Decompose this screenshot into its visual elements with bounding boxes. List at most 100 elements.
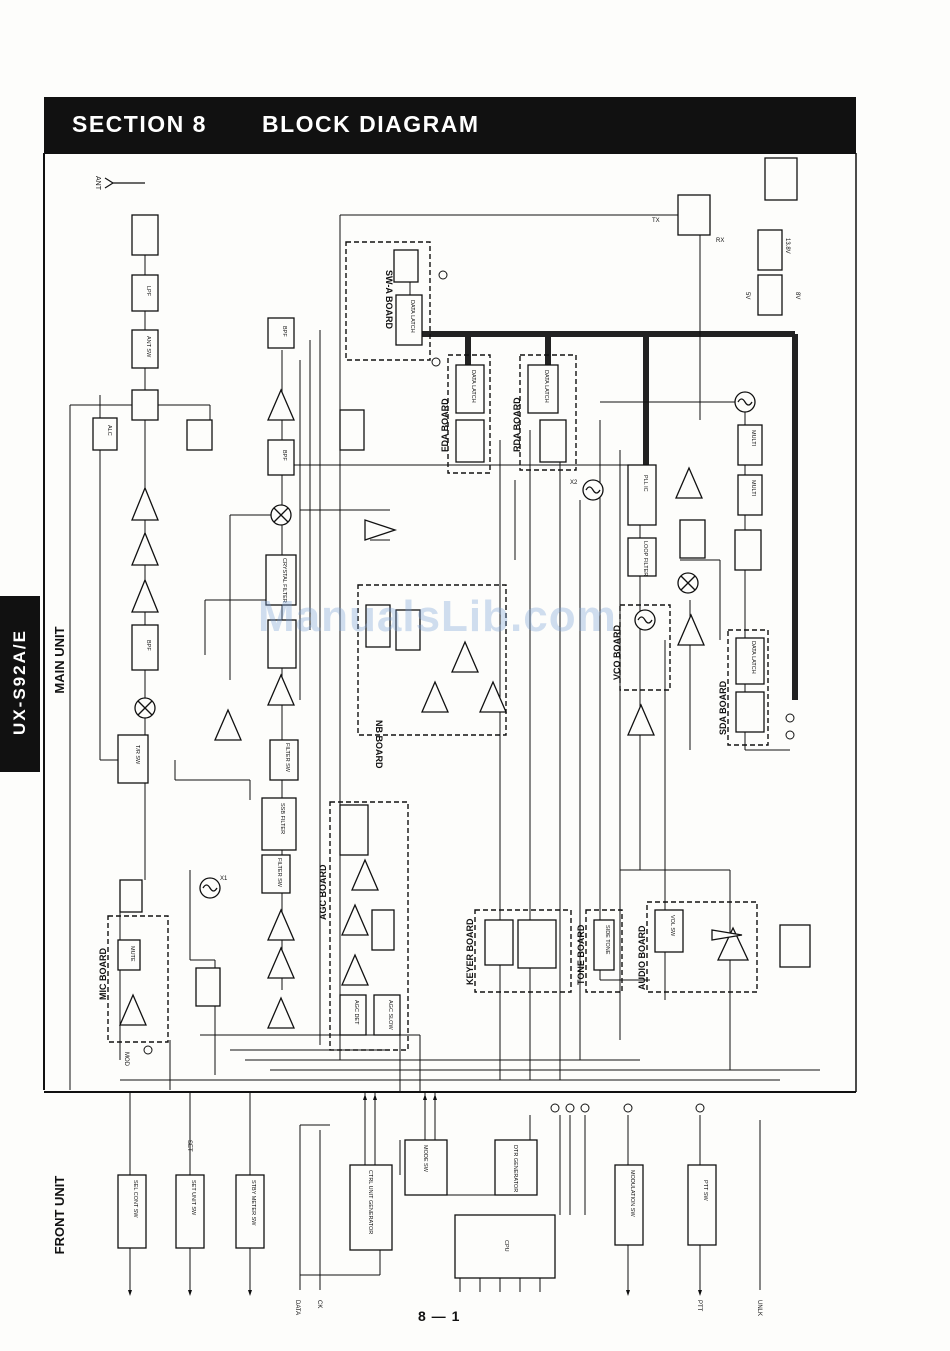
fda-board-outline xyxy=(447,354,491,474)
watermark: ManualsLib.com xyxy=(258,592,617,641)
cpu-label: CPU xyxy=(503,1240,509,1252)
connector-terminals xyxy=(143,270,795,1113)
nb-amp xyxy=(364,519,398,541)
data-latch-rda-label: DATA LATCH xyxy=(543,370,549,403)
dtr-gen-block xyxy=(494,1139,538,1196)
ctrl-gen-label: CTRL UNIT GENERATOR xyxy=(367,1170,373,1234)
lpf-block xyxy=(131,274,159,312)
mod-sw-block xyxy=(614,1164,644,1246)
x1-label: X1 xyxy=(220,876,228,882)
model-side-tab: UX-S92A/E xyxy=(0,596,40,772)
v5-label: 5V xyxy=(744,292,750,299)
v13-label: 13.8V xyxy=(784,238,790,254)
mod-sw-label: MODULATION SW xyxy=(629,1170,635,1217)
tx-ic-block xyxy=(393,249,419,283)
loop-filter-label: LOOP FILTER xyxy=(642,541,648,576)
agc-slow-label: AGC SLOW xyxy=(387,1000,393,1030)
ant-sw-label: ANT SW xyxy=(145,336,151,358)
ssb-filter-block xyxy=(261,797,297,851)
lpf-label: LPF xyxy=(145,286,151,297)
nb-board-label: NB BOARD xyxy=(374,720,384,769)
board-outlines xyxy=(107,241,769,1051)
signal-wiring xyxy=(69,214,820,1292)
set-unit-label: SET UNIT SW xyxy=(190,1180,196,1216)
mod-label: MOD xyxy=(123,1052,129,1067)
if-amp-2 xyxy=(267,908,295,941)
mode-sw-label: MODE SW xyxy=(422,1145,428,1173)
meter-ic-block xyxy=(371,909,395,951)
ck-label: CK xyxy=(316,1300,322,1308)
sel-cont-label: SEL CONT SW xyxy=(132,1180,138,1218)
vco-board-outline xyxy=(619,604,671,691)
ant-separation-block xyxy=(131,214,159,256)
keyer-board-outline xyxy=(474,909,572,993)
audio-buffer xyxy=(716,926,750,961)
unlk-label: UNLK xyxy=(756,1300,762,1316)
amplifier-triangles xyxy=(119,388,750,1029)
drive-amp xyxy=(131,531,159,566)
vco-oscillator-icon xyxy=(634,609,656,631)
crystal-filter-label: CRYSTAL FILTER xyxy=(281,558,287,603)
data-latch-rda-block xyxy=(527,364,559,414)
multi-2-label: MULTI xyxy=(750,480,756,497)
data-label: DATA xyxy=(294,1300,300,1315)
data-latch-sw-block xyxy=(395,294,423,346)
tx-rx-sw-label: T/R SW xyxy=(134,745,140,765)
mute-label: MUTE xyxy=(129,946,135,962)
section-title: BLOCK DIAGRAM xyxy=(262,111,480,137)
ant-label: ANT xyxy=(94,176,101,191)
keyer-board-label: KEYER BOARD xyxy=(465,918,475,985)
pll-ic-block xyxy=(627,464,657,526)
ptt-label: PTT xyxy=(696,1300,702,1312)
bpf-tx-block xyxy=(131,624,159,671)
audio-ic-block xyxy=(195,967,221,1007)
sda-board-label: SDA BOARD xyxy=(718,680,728,735)
side-tone-label: SIDE TONE xyxy=(604,925,610,955)
section-number: SECTION 8 xyxy=(72,111,207,137)
tx-rx-sw-block xyxy=(117,734,149,784)
mute-block xyxy=(117,939,141,971)
bus-connector-block xyxy=(779,924,811,968)
data-latch-sda-block xyxy=(735,637,765,685)
io-arrows xyxy=(128,1094,702,1296)
ptt-sw-block xyxy=(687,1164,717,1246)
attenuator-rda-block xyxy=(539,419,567,463)
mic-board-label: MIC BOARD xyxy=(98,948,108,1000)
nb-board-outline xyxy=(357,584,507,736)
keyer-ic2-block xyxy=(517,919,557,969)
agc-amp-3 xyxy=(341,953,369,986)
tone-board-label: TONE BOARD xyxy=(576,924,586,985)
bpf-if-label: BPF xyxy=(281,450,287,461)
set-label: SET xyxy=(186,1140,192,1152)
main-unit-label: MAIN UNIT xyxy=(52,626,67,693)
power-ic-block xyxy=(764,157,798,201)
lo-buffer-amp xyxy=(677,613,705,646)
set-unit-sw-block xyxy=(175,1174,205,1249)
mic-amp xyxy=(119,993,147,1026)
pa-amp xyxy=(131,486,159,521)
ptt-sw-label: PTT SW xyxy=(702,1180,708,1201)
bpf-rx-label: BPF xyxy=(281,326,287,337)
q8-regulator-block xyxy=(677,194,711,236)
bpf-tx-label: BPF xyxy=(145,640,151,651)
filter-sw-1-block xyxy=(269,739,299,781)
tone-board-outline xyxy=(585,909,623,993)
tx-mixer xyxy=(134,697,156,719)
crystal-filter-block xyxy=(265,554,297,606)
ic5-block xyxy=(757,274,783,316)
front-unit-label: FRONT UNIT xyxy=(52,1176,67,1255)
nb-ic-block xyxy=(365,604,391,648)
diagram-frame xyxy=(43,152,857,1093)
vx-amp xyxy=(214,708,242,741)
section-header: SECTION 8 BLOCK DIAGRAM xyxy=(44,97,856,153)
rx-mixer xyxy=(270,504,292,526)
filter-sw-2-block xyxy=(261,854,291,894)
ic4-block xyxy=(757,229,783,271)
agc-det-label: AGC DET xyxy=(353,1000,359,1025)
attenuator-fda-block xyxy=(455,419,485,463)
data-latch-sw-label: DATA LATCH xyxy=(409,300,415,333)
nb-stage-3 xyxy=(479,680,507,713)
ctrl-gen-block xyxy=(349,1164,393,1251)
sel-cont-sw-block xyxy=(117,1174,147,1249)
agc-board-label: AGC BOARD xyxy=(318,864,328,920)
